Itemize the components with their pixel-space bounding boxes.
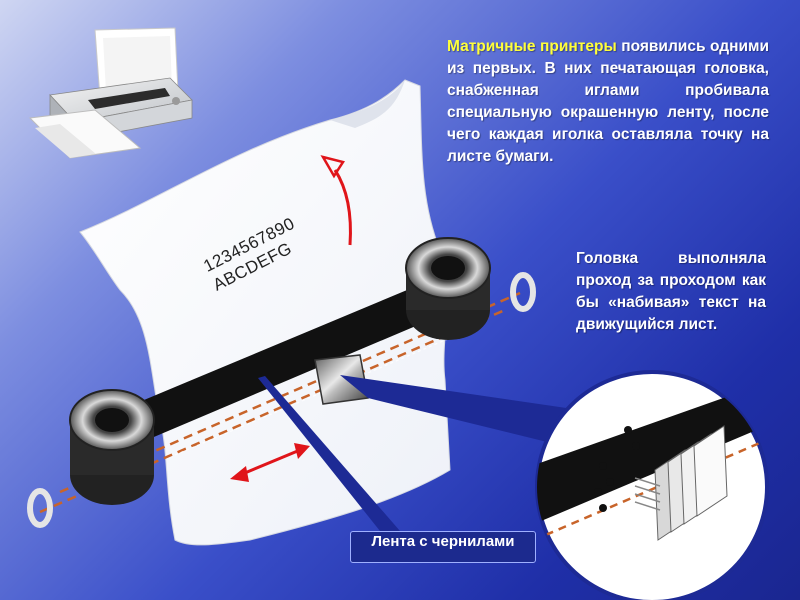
main-description: Матричные принтеры появились одними из п…	[447, 36, 769, 168]
ribbon-caption: Лента с чернилами	[350, 531, 536, 563]
spool-icon	[405, 237, 536, 340]
paper-feed-arrow	[320, 155, 352, 246]
spool-icon	[27, 389, 155, 528]
head-motion-arrow	[230, 443, 310, 482]
needle-pins-icon	[535, 370, 769, 600]
main-description-title: Матричные принтеры	[447, 38, 617, 55]
side-description: Головка выполняла проход за проходом как…	[576, 250, 766, 333]
printer-icon	[28, 27, 193, 159]
main-description-body: появились одними из первых. В них печата…	[447, 38, 769, 165]
